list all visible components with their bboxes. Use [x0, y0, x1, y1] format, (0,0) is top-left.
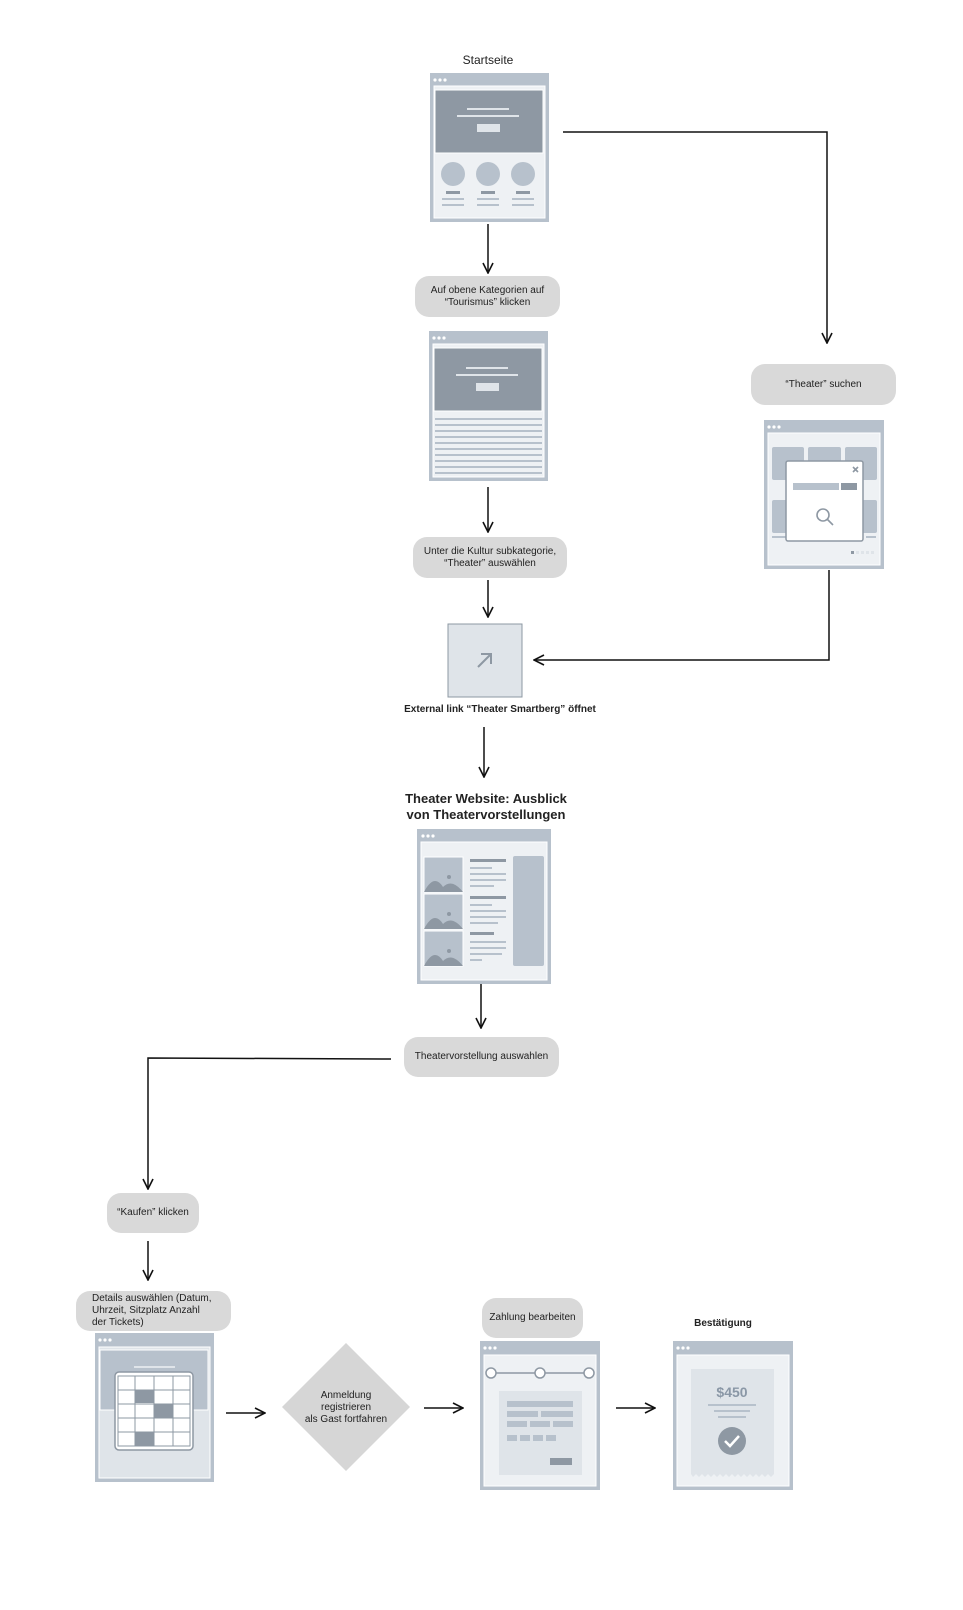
- step-theater-suchen: “Theater” suchen: [751, 364, 896, 405]
- step-tourismus: Auf obene Kategorien auf “Tourismus” kli…: [415, 276, 560, 317]
- wireframe-search: [764, 420, 884, 569]
- wireframe-confirmation: $450: [673, 1341, 793, 1490]
- external-link-icon: [477, 653, 492, 668]
- step-zahlung: Zahlung bearbeiten: [482, 1298, 583, 1338]
- step-kultur: Unter die Kultur subkategorie, “Theater”…: [413, 537, 567, 578]
- wireframe-details-calendar: [95, 1333, 214, 1482]
- label-theater-website: Theater Website: Ausblick von Theatervor…: [405, 791, 567, 822]
- checkmark-icon: [718, 1427, 746, 1455]
- label-external-link: External link “Theater Smartberg” öffnet: [404, 704, 596, 715]
- step-kaufen: “Kaufen” klicken: [107, 1193, 199, 1233]
- wireframe-startseite: [430, 73, 549, 222]
- connectors: [148, 131, 830, 1413]
- receipt-amount: $450: [716, 1384, 747, 1400]
- decision-diamond: [282, 1343, 410, 1471]
- step-vorstellung: Theatervorstellung auswahlen: [404, 1037, 559, 1077]
- label-startseite: Startseite: [462, 53, 514, 67]
- wireframe-payment: [480, 1341, 600, 1490]
- wireframe-theater-website: [417, 829, 551, 984]
- image-placeholder-icon: [423, 856, 464, 893]
- search-icon[interactable]: [816, 508, 834, 526]
- arrow-start-to-search: [563, 131, 827, 343]
- step-details: Details auswählen (Datum, Uhrzeit, Sitzp…: [76, 1291, 231, 1331]
- external-link-box[interactable]: [447, 623, 523, 698]
- arrow-vorstellung-to-kaufen: [148, 1057, 392, 1189]
- step-anmeldung: Anmeldung registrieren als Gast fortfahr…: [304, 1390, 388, 1425]
- wireframe-category-page: [429, 331, 548, 481]
- close-icon[interactable]: [852, 466, 859, 473]
- label-bestaetigung: Bestätigung: [694, 1318, 752, 1329]
- arrow-search-to-link: [534, 570, 830, 660]
